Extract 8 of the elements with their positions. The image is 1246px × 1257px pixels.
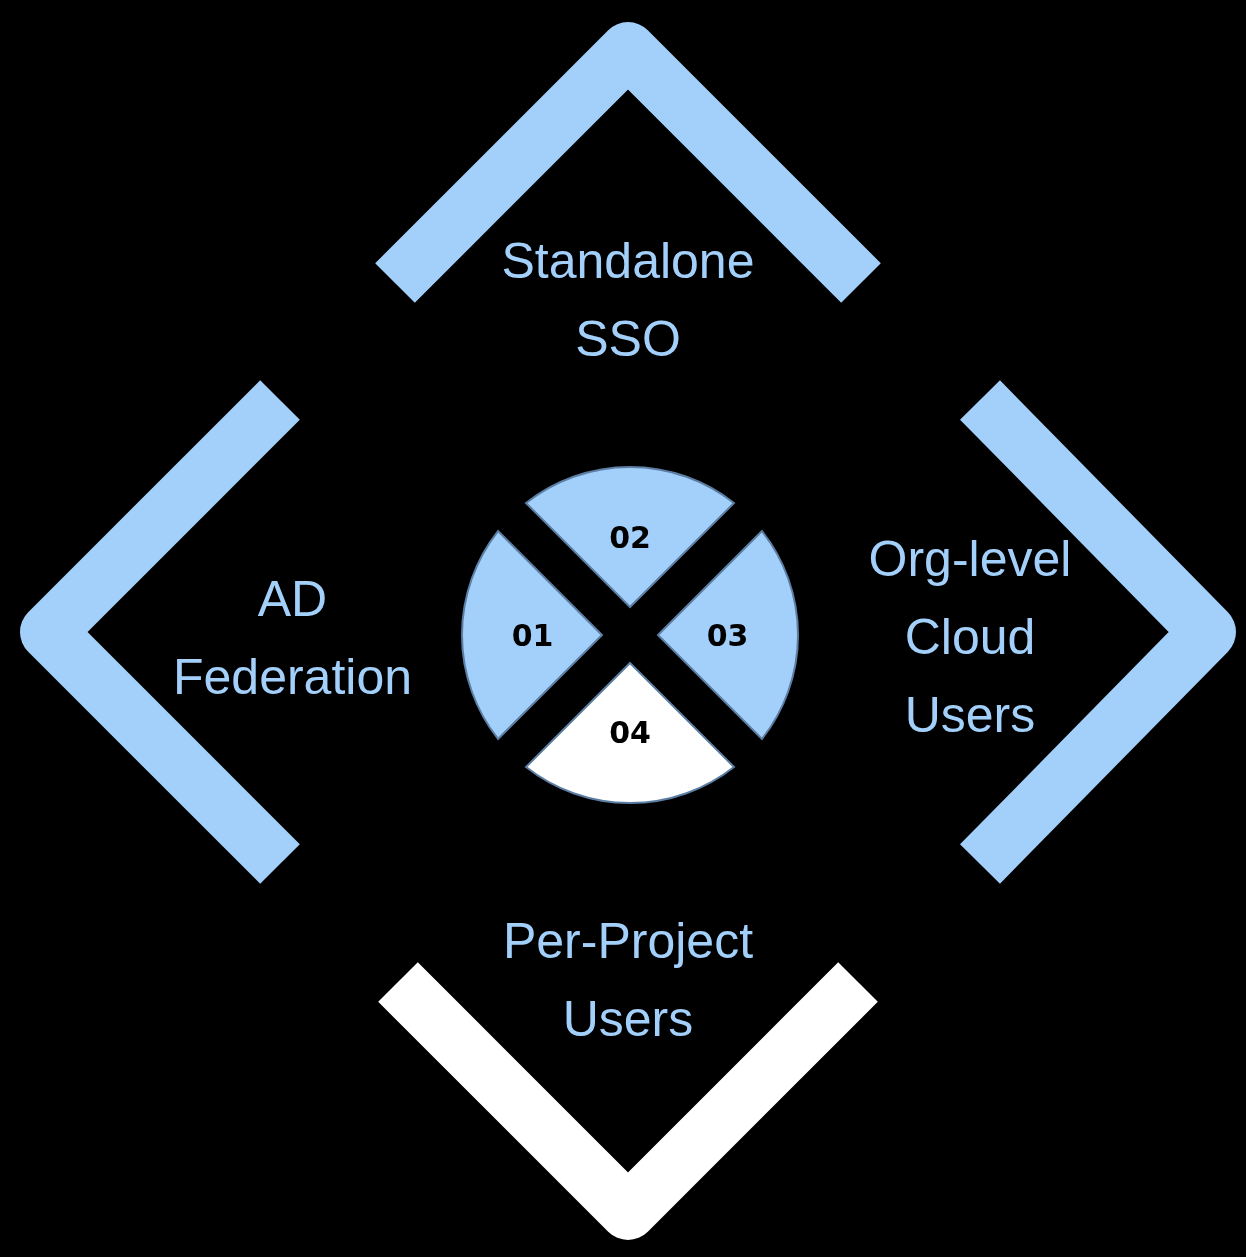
segment-number: 03: [706, 617, 749, 653]
band-label: Standalone SSO: [500, 232, 756, 369]
band-label: Per-Project Users: [501, 912, 755, 1049]
segment-number: 04: [609, 715, 651, 750]
segment-number: 01: [511, 617, 554, 653]
segment-number: 02: [609, 520, 651, 555]
band-label: AD Federation: [171, 570, 413, 707]
band-label: Org-level Cloud Users: [867, 530, 1073, 745]
